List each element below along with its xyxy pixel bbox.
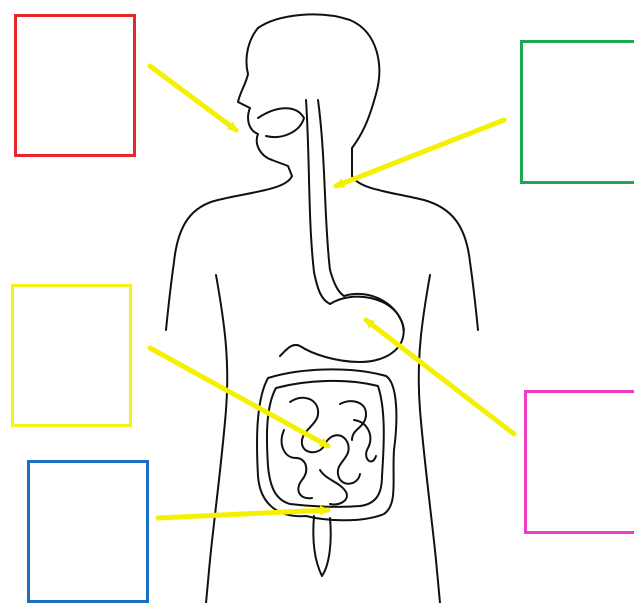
neck-shoulder-right xyxy=(352,176,478,330)
torso-right xyxy=(419,275,440,603)
esophagus-outer xyxy=(318,100,344,296)
label-box-small-intestine[interactable] xyxy=(11,284,132,427)
rectum xyxy=(313,516,330,576)
label-box-mouth[interactable] xyxy=(14,14,136,157)
label-box-esophagus[interactable] xyxy=(520,40,634,184)
label-box-large-intestine[interactable] xyxy=(27,460,149,603)
arrow-to-esophagus xyxy=(336,120,504,186)
arrow-to-mouth xyxy=(150,66,236,130)
label-box-stomach[interactable] xyxy=(524,390,634,534)
neck-shoulder-left xyxy=(166,176,292,330)
small-intestine-coils xyxy=(282,398,376,505)
head-outline xyxy=(258,14,379,176)
esophagus xyxy=(306,100,330,304)
oral-cavity xyxy=(258,108,304,137)
stomach-outline xyxy=(280,297,404,362)
face-profile xyxy=(238,28,292,176)
torso-left xyxy=(206,275,227,603)
